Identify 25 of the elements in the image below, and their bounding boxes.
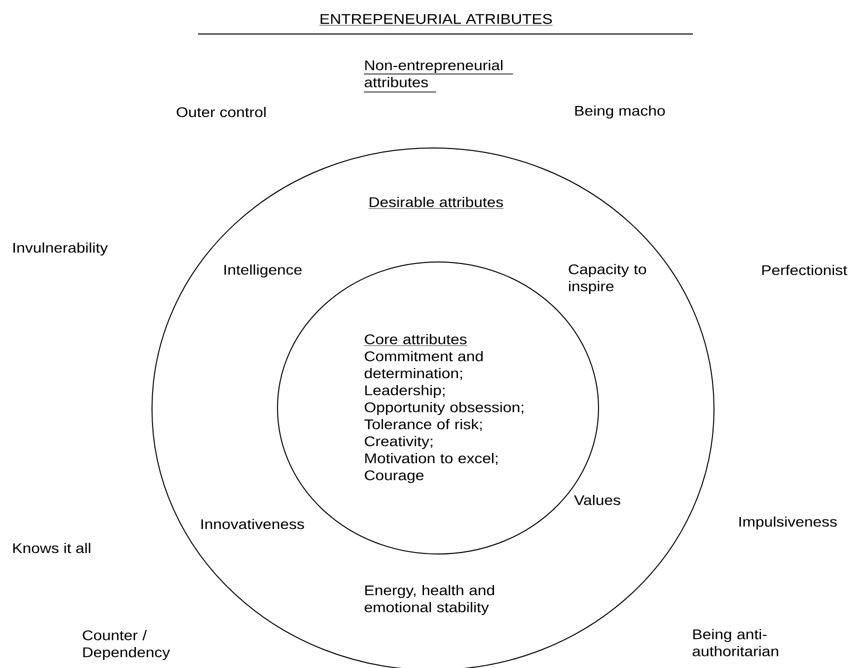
node-label: Opportunity obsession; [364,402,524,416]
attribute-label: Capacity to inspire [568,264,646,294]
section-heading: Non-entrepreneurial attributes [364,60,514,92]
node-label: Commitment and determination; [364,350,483,380]
attribute-label: Perfectionist [762,264,848,276]
node-label: Courage [364,470,424,484]
attribute-label: Energy, health and emotional stability [364,585,494,616]
attribute-label: Knows it all [13,542,90,554]
attribute-label: Innovativeness [201,518,304,530]
node-label: Creativity; [364,436,432,450]
attribute-label: Invulnerability [13,242,108,256]
diagram-title: ENTREPENEURIAL ATRIBUTES [319,14,553,26]
attribute-label: Values [574,494,620,506]
section-heading: Desirable attributes [368,196,504,209]
node-label: Motivation to excel; [365,452,498,465]
attribute-label: Outer control [176,106,266,118]
attribute-list: Core attributes Commitment and determination; Leadership; Opportunity obsession; Tolerance of risk; Creativity; Motivation to excel; Courage [364,334,524,484]
attribute-label: Intelligence [224,264,302,278]
node-label: Core attributes [364,334,467,344]
attribute-label: Counter / Dependency [82,630,170,660]
attribute-label: Being macho [575,105,665,119]
node-label: Tolerance of risk; [364,418,482,431]
node-label: Leadership; [365,384,445,398]
attribute-label: Being anti-authoritarian [692,629,778,656]
attribute-label: Impulsiveness [739,516,837,530]
